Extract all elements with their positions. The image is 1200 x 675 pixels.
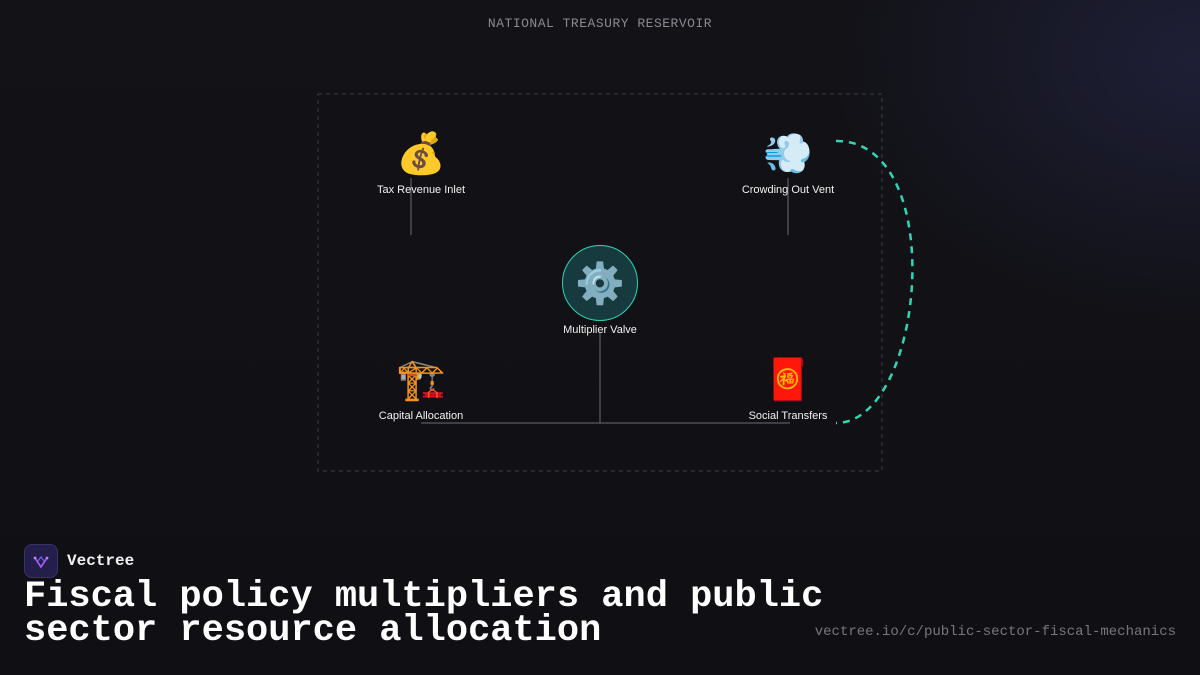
node-social-transfers: 🧧 Social Transfers xyxy=(718,356,858,422)
dashing-away-icon: 💨 xyxy=(763,132,813,176)
crane-icon: 🏗️ xyxy=(396,358,446,402)
node-label: Crowding Out Vent xyxy=(741,184,835,196)
red-envelope-icon: 🧧 xyxy=(763,358,813,402)
node-crowding-out-vent: 💨 Crowding Out Vent xyxy=(718,130,858,196)
feedback-loop-arc xyxy=(835,139,914,425)
money-bag-icon: 💰 xyxy=(396,132,446,176)
node-label: Multiplier Valve xyxy=(563,324,637,336)
node-multiplier-valve: ⚙️ Multiplier Valve xyxy=(530,245,670,336)
reservoir-frame xyxy=(317,93,883,472)
brand-name: Vectree xyxy=(67,552,135,570)
gear-icon: ⚙️ xyxy=(575,261,625,306)
valve-circle: ⚙️ xyxy=(562,245,638,321)
source-url[interactable]: vectree.io/c/public-sector-fiscal-mechan… xyxy=(814,624,1176,640)
node-capital-allocation: 🏗️ Capital Allocation xyxy=(351,356,491,422)
diagram-title: NATIONAL TREASURY RESERVOIR xyxy=(487,16,713,31)
node-label: Social Transfers xyxy=(748,410,828,422)
node-label: Tax Revenue Inlet xyxy=(376,184,466,196)
brand[interactable]: Vectree xyxy=(24,544,134,578)
node-label: Capital Allocation xyxy=(378,410,464,422)
page-headline: Fiscal policy multipliers and public sec… xyxy=(24,576,824,652)
node-tax-revenue-inlet: 💰 Tax Revenue Inlet xyxy=(351,130,491,196)
vectree-logo-icon xyxy=(24,544,58,578)
